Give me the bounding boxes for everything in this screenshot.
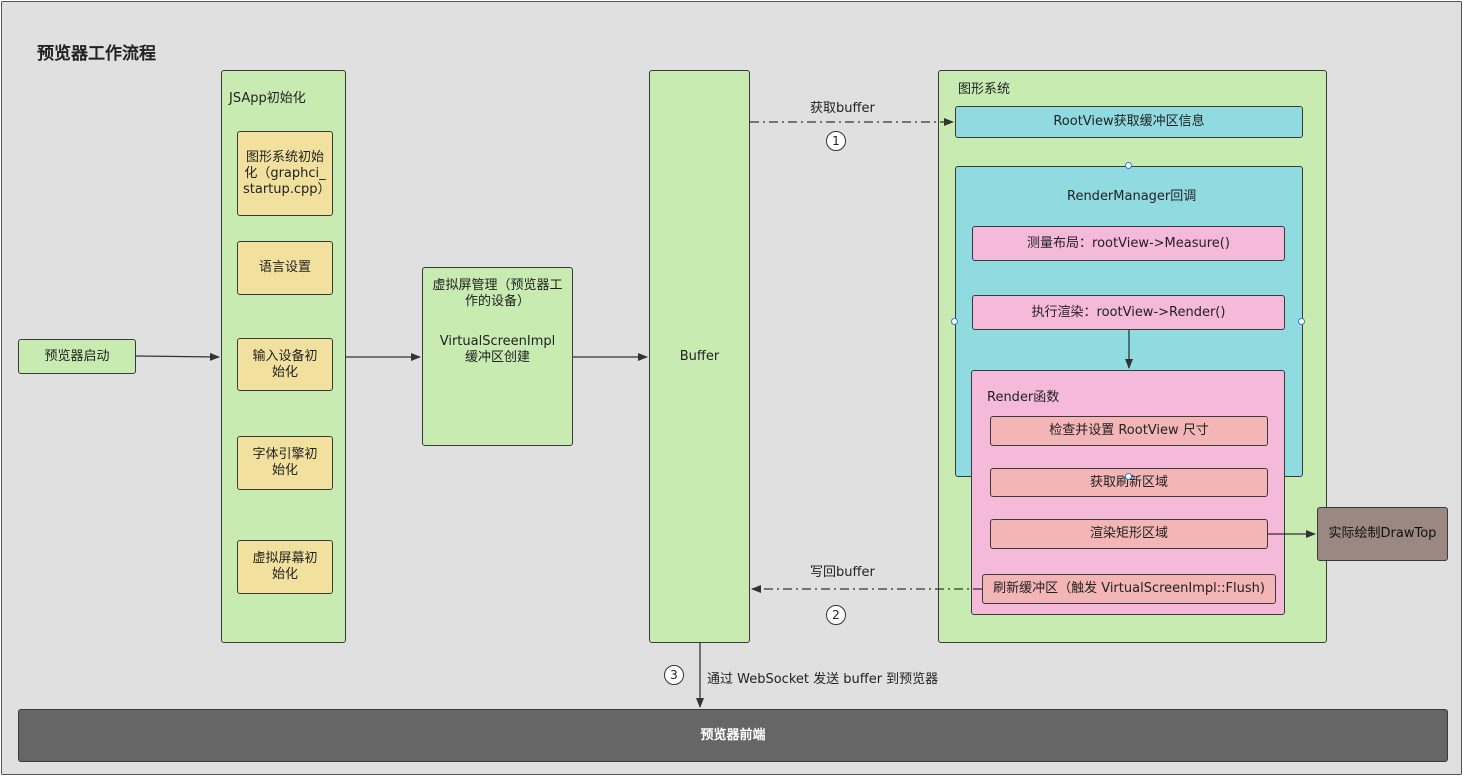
graphics-system-title: 图形系统 (958, 82, 1011, 97)
render-step-label: 获取刷新区域 (1089, 474, 1168, 490)
rootview-label: RootView获取缓冲区信息 (1053, 114, 1205, 129)
rootview-node[interactable]: RootView获取缓冲区信息 (955, 106, 1303, 138)
edge-label-send: 通过 WebSocket 发送 buffer 到预览器 (707, 672, 939, 687)
step-marker-2: 2 (826, 605, 846, 625)
selection-handle[interactable] (1125, 162, 1132, 169)
selection-handle[interactable] (1298, 318, 1305, 325)
render-step-label: 渲染矩形区域 (1089, 526, 1168, 541)
render-call-label: 执行渲染：rootView->Render() (1031, 304, 1226, 320)
jsapp-step-label: 字体引擎初始化 (252, 447, 318, 478)
render-step-rect[interactable]: 渲染矩形区域 (990, 519, 1268, 549)
measure-label: 测量布局：rootView->Measure() (1027, 235, 1230, 251)
step-marker-label: 3 (670, 668, 678, 682)
jsapp-init-title: JSApp初始化 (229, 91, 306, 106)
buffer-label: Buffer (679, 348, 720, 364)
diagram-title: 预览器工作流程 (37, 44, 156, 64)
step-marker-3: 3 (664, 665, 684, 685)
selection-handle[interactable] (951, 318, 958, 325)
jsapp-step-input[interactable]: 输入设备初始化 (237, 338, 333, 391)
step-marker-label: 1 (832, 134, 840, 148)
render-step-get-region[interactable]: 获取刷新区域 (990, 468, 1268, 497)
virtual-screen-title: 虚拟屏管理（预览器工作的设备） (432, 278, 563, 309)
selection-handle[interactable] (1125, 473, 1132, 480)
jsapp-step-label: 图形系统初始化（graphci_startup.cpp） (243, 149, 331, 197)
render-step-flush[interactable]: 刷新缓冲区（触发 VirtualScreenImpl::Flush) (982, 574, 1276, 604)
jsapp-step-label: 虚拟屏幕初始化 (252, 551, 318, 582)
render-call-node[interactable]: 执行渲染：rootView->Render() (972, 295, 1285, 330)
start-node[interactable]: 预览器启动 (18, 339, 136, 374)
render-step-label: 检查并设置 RootView 尺寸 (1049, 423, 1209, 438)
render-step-label: 刷新缓冲区（触发 VirtualScreenImpl::Flush) (993, 581, 1265, 596)
frontend-node[interactable]: 预览器前端 (18, 709, 1448, 762)
edge-label-get-buffer: 获取buffer (810, 101, 875, 116)
render-function-title: Render函数 (987, 390, 1060, 405)
measure-node[interactable]: 测量布局：rootView->Measure() (972, 226, 1285, 261)
start-label: 预览器启动 (44, 348, 110, 364)
virtual-screen-body: VirtualScreenImpl 缓冲区创建 (439, 334, 556, 365)
jsapp-step-graphics[interactable]: 图形系统初始化（graphci_startup.cpp） (237, 131, 333, 216)
virtual-screen-node[interactable]: 虚拟屏管理（预览器工作的设备） VirtualScreenImpl 缓冲区创建 (422, 267, 573, 446)
edge-start-to-jsapp (135, 352, 220, 361)
draw-top-label: 实际绘制DrawTop (1328, 526, 1437, 541)
step-marker-label: 2 (832, 608, 840, 622)
step-marker-1: 1 (826, 131, 846, 151)
render-step-check-size[interactable]: 检查并设置 RootView 尺寸 (990, 416, 1268, 446)
edge-label-write-back: 写回buffer (810, 565, 875, 580)
jsapp-step-font[interactable]: 字体引擎初始化 (237, 436, 333, 490)
jsapp-step-language[interactable]: 语言设置 (237, 241, 333, 295)
draw-top-node[interactable]: 实际绘制DrawTop (1317, 507, 1448, 561)
buffer-node[interactable]: Buffer (649, 70, 750, 643)
jsapp-step-label: 输入设备初始化 (252, 348, 318, 380)
jsapp-step-label: 语言设置 (258, 260, 311, 275)
jsapp-step-screen[interactable]: 虚拟屏幕初始化 (237, 540, 333, 594)
render-manager-title: RenderManager回调 (1067, 189, 1197, 204)
frontend-label: 预览器前端 (700, 727, 766, 743)
